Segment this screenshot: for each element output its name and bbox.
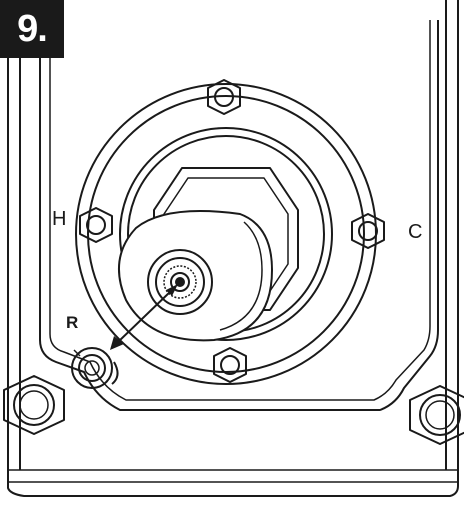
corner-cap-right [409,385,464,445]
removal-arrow-head [110,336,124,350]
bottom-base-line [8,469,458,483]
spline-inner [170,272,190,292]
removal-arrow-tail [166,284,178,296]
bolt-top [207,79,241,115]
hot-side-label: H [52,208,67,230]
stem-cylinder-shade [219,221,263,331]
step-number-badge: 9. [0,0,64,58]
cold-side-label: C [408,221,423,243]
spline-outer [163,265,197,299]
retaining-ring-label: R [66,313,79,332]
recess-plate-inner [49,20,431,401]
retaining-ring [71,347,119,389]
bolt-right [351,213,385,249]
cartridge-ring [155,257,205,307]
recess-plate [39,20,439,411]
escutcheon-ring-3 [119,127,333,341]
bolt-left [79,207,113,243]
removal-arrow-line [117,289,173,343]
corner-cap-left [3,375,65,435]
bolt-bottom [213,347,247,383]
valve-body-outline [7,0,459,497]
